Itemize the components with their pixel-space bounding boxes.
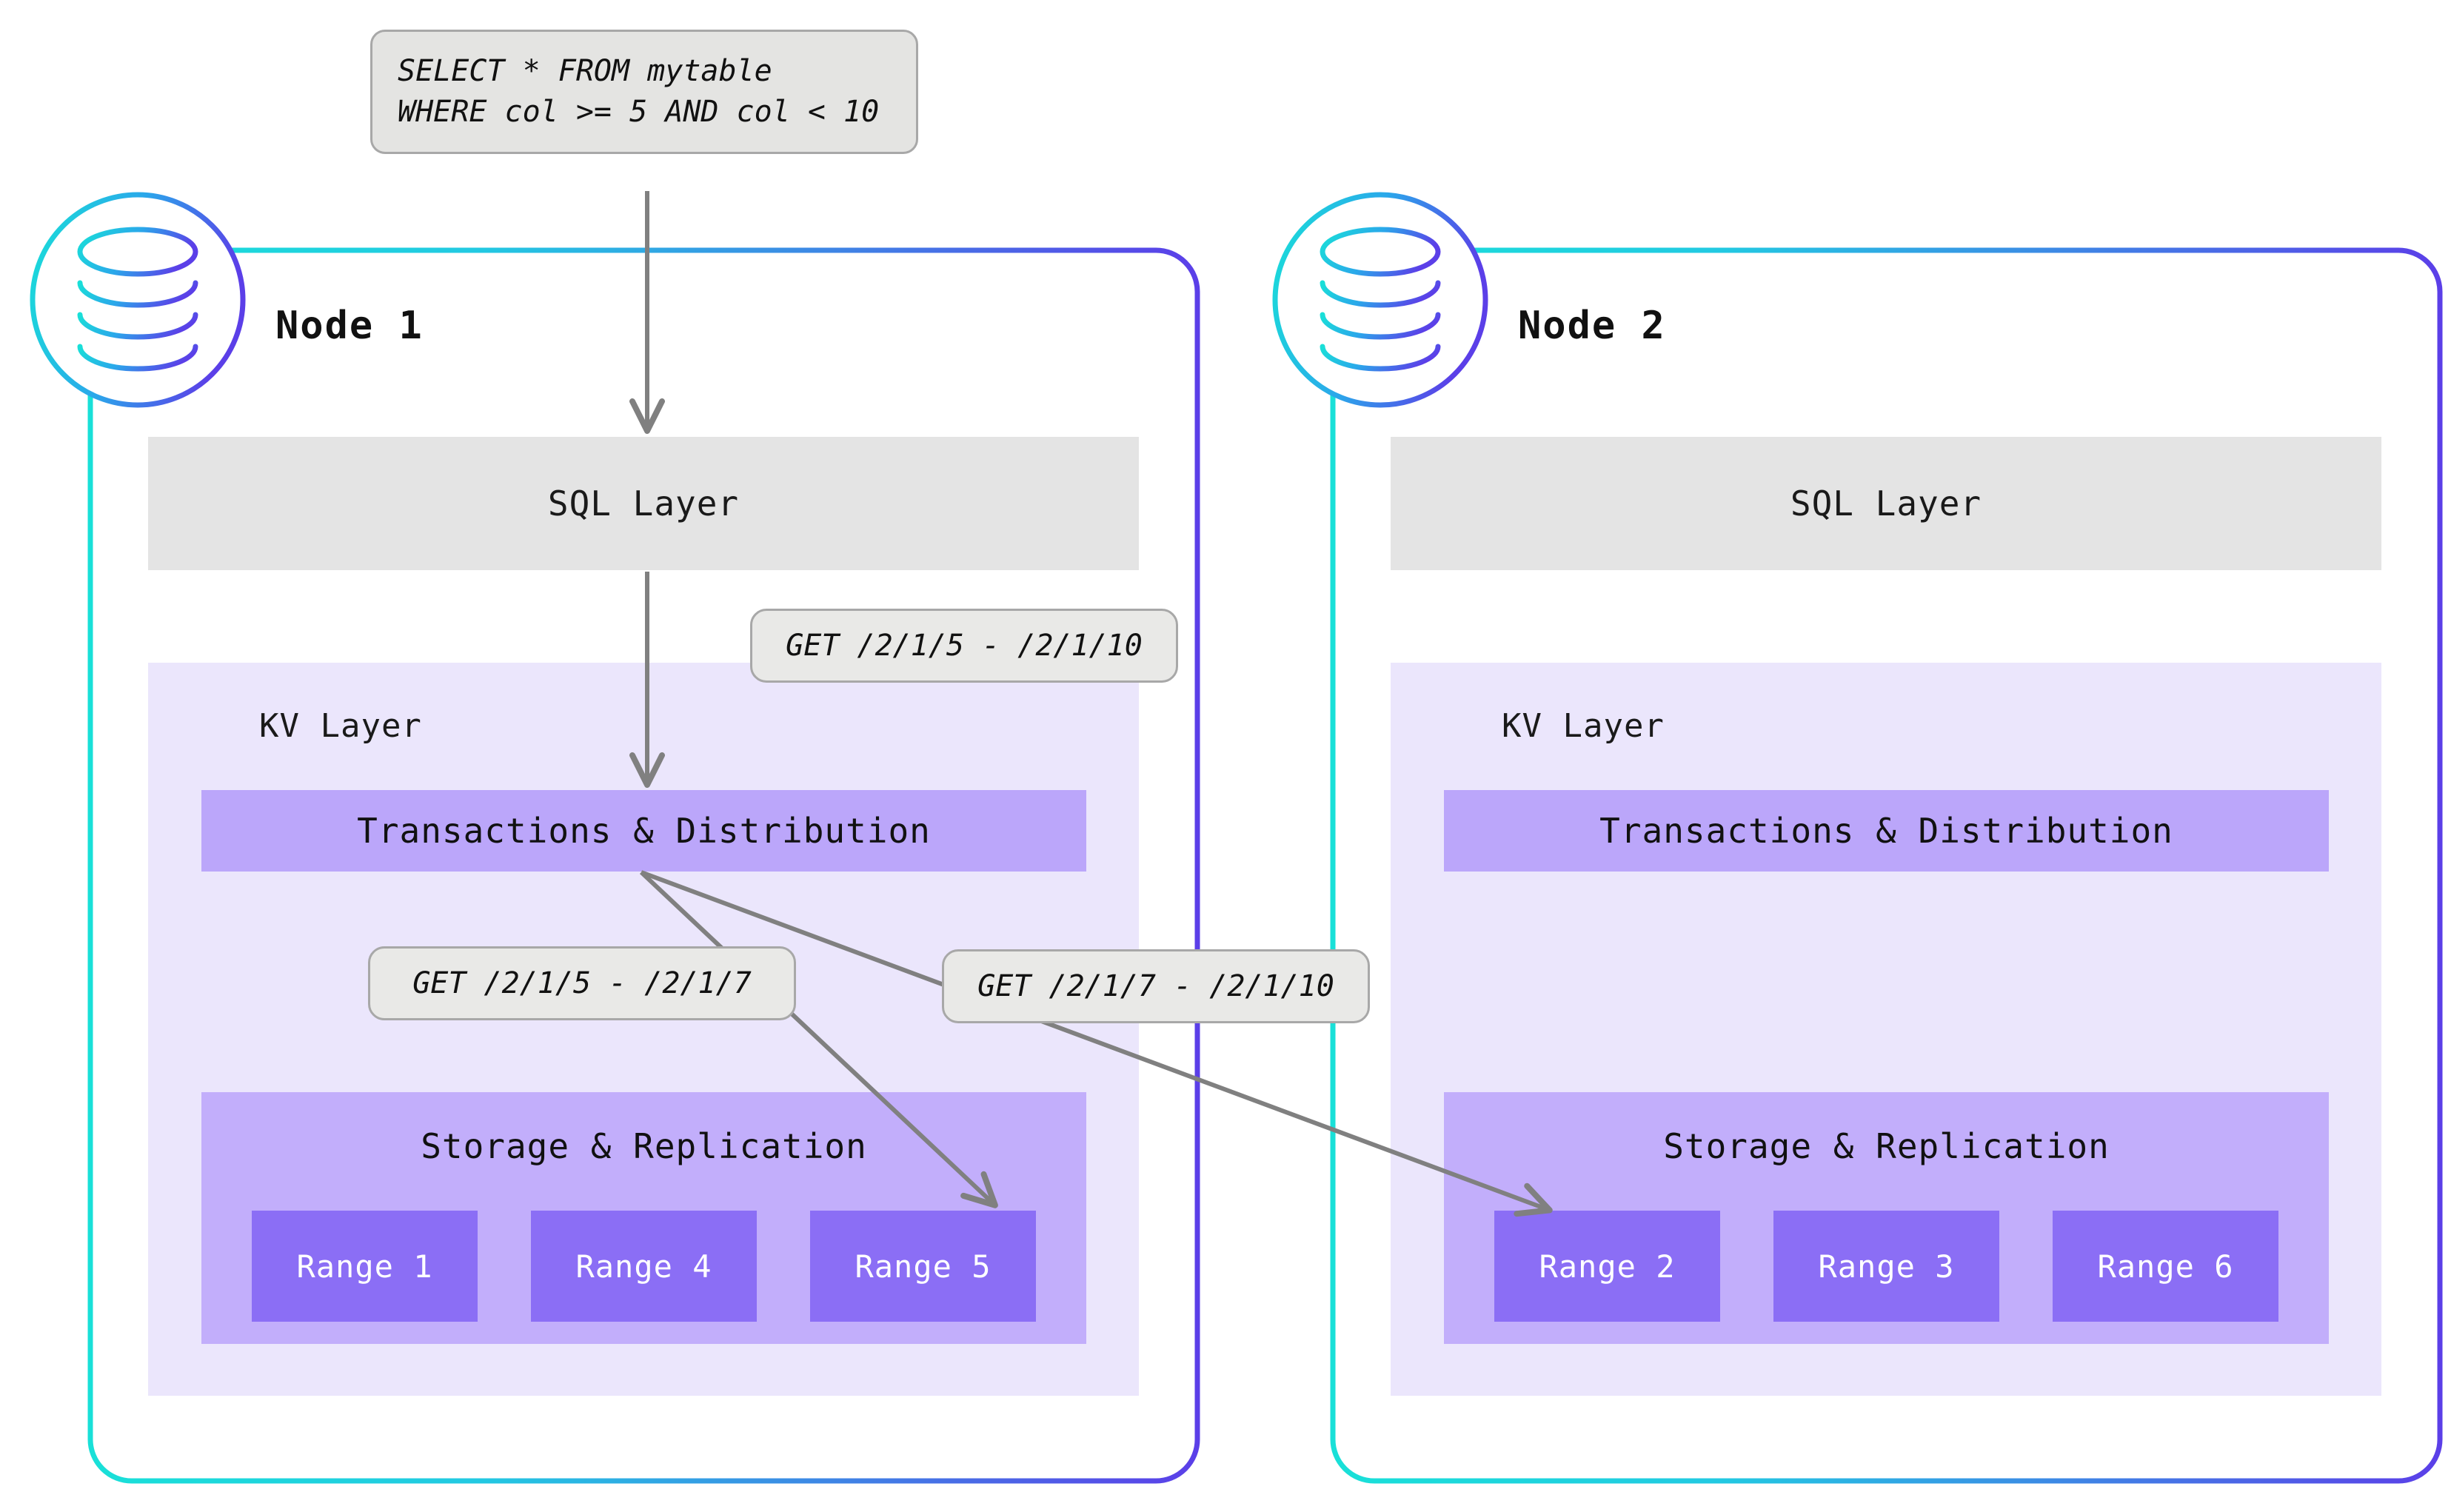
node-1-title: Node 1 <box>275 304 424 348</box>
node-2-icon-circle <box>1272 192 1488 408</box>
node-1-range-box-3[interactable]: Range 5 <box>810 1211 1036 1322</box>
node-2-storage-box: Storage & Replication Range 2 Range 3 Ra… <box>1444 1092 2329 1344</box>
kv-request-full-label: GET /2/1/5 - /2/1/10 <box>750 609 1178 683</box>
node-2-range-box-1[interactable]: Range 2 <box>1494 1211 1720 1322</box>
node-2-transactions-box: Transactions & Distribution <box>1444 790 2329 872</box>
node-1-sql-layer: SQL Layer <box>148 437 1139 570</box>
node-2-range-box-2[interactable]: Range 3 <box>1773 1211 1999 1322</box>
node-1-kv-layer-label: KV Layer <box>259 707 422 745</box>
node-2-title: Node 2 <box>1518 304 1666 348</box>
node-1-storage-label: Storage & Replication <box>421 1126 867 1166</box>
database-cylinder-icon <box>77 227 198 372</box>
node-2-kv-layer: KV Layer Transactions & Distribution Sto… <box>1391 663 2381 1396</box>
node-2-sql-layer-label: SQL Layer <box>1790 484 1982 523</box>
node-1-icon-circle <box>30 192 246 408</box>
node-1-storage-box: Storage & Replication Range 1 Range 4 Ra… <box>201 1092 1086 1344</box>
node-2-sql-layer: SQL Layer <box>1391 437 2381 570</box>
node-1-sql-layer-label: SQL Layer <box>547 484 740 523</box>
kv-request-right-label: GET /2/1/7 - /2/1/10 <box>942 949 1370 1023</box>
sql-query-box: SELECT * FROM mytable WHERE col >= 5 AND… <box>370 30 918 155</box>
node-1-kv-layer: KV Layer Transactions & Distribution Sto… <box>148 663 1139 1396</box>
node-1-transactions-box: Transactions & Distribution <box>201 790 1086 872</box>
database-cylinder-icon <box>1320 227 1441 372</box>
node-2-storage-label: Storage & Replication <box>1663 1126 2110 1166</box>
node-1-range-box-2[interactable]: Range 4 <box>531 1211 757 1322</box>
kv-request-left-label: GET /2/1/5 - /2/1/7 <box>368 946 796 1020</box>
node-2-range-box-3[interactable]: Range 6 <box>2053 1211 2278 1322</box>
node-2-kv-layer-label: KV Layer <box>1502 707 1665 745</box>
node-1-range-box-1[interactable]: Range 1 <box>252 1211 478 1322</box>
